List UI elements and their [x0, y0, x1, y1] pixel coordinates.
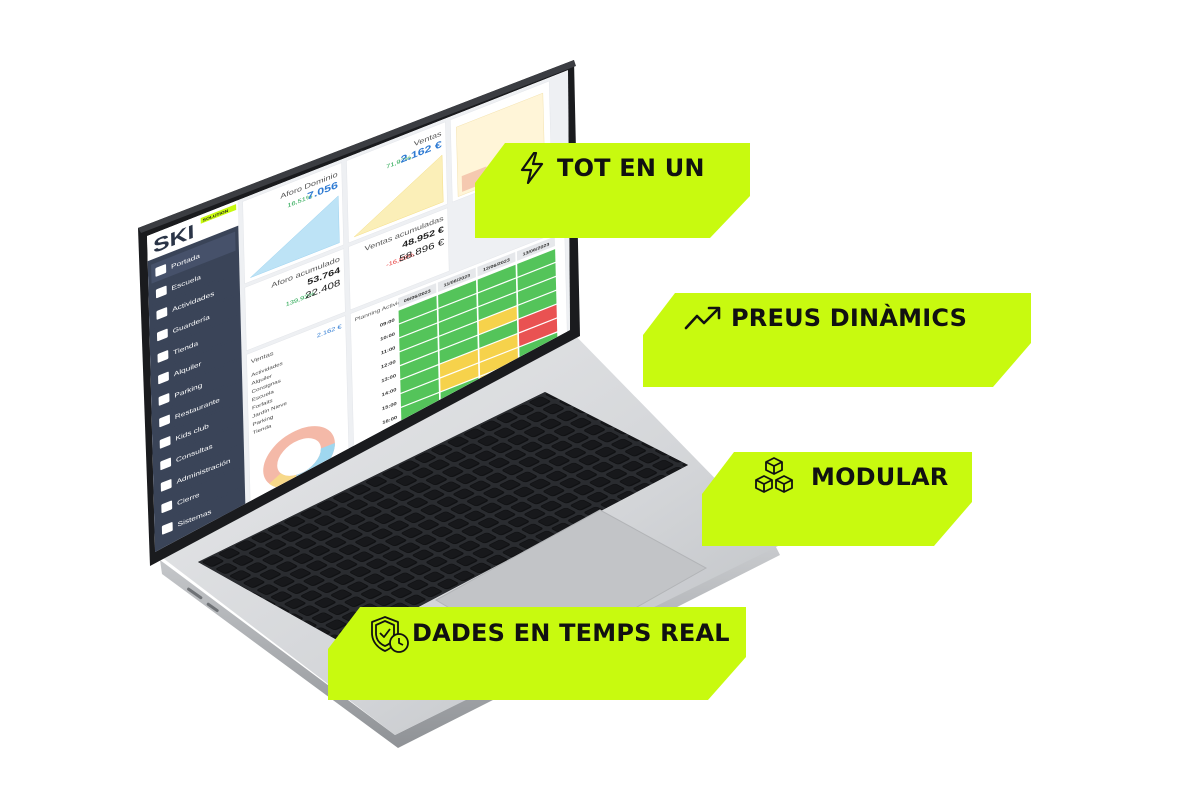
- planning-cell[interactable]: [517, 276, 557, 305]
- kids-icon: [159, 436, 171, 449]
- feature-label: MODULAR: [811, 463, 949, 491]
- planning-cell[interactable]: [517, 263, 556, 291]
- planning-cell[interactable]: [398, 295, 437, 324]
- planning-cell[interactable]: [439, 349, 479, 378]
- shield-clock-icon: [371, 616, 409, 653]
- planning-cell[interactable]: [479, 320, 518, 348]
- planning-cell[interactable]: [478, 292, 517, 321]
- planning-cell[interactable]: [399, 337, 438, 366]
- home-icon: [155, 264, 167, 277]
- planning-cell[interactable]: [517, 249, 556, 277]
- tag-shape: [643, 293, 1031, 387]
- trend-up-icon: [684, 306, 721, 330]
- planning-time: 15:00: [382, 401, 397, 412]
- sidebar-item-tienda[interactable]: Tienda: [153, 317, 238, 370]
- calendar-icon: [161, 500, 173, 514]
- planning-time: 14:00: [382, 387, 397, 398]
- tag-shape: [328, 607, 746, 700]
- laptop-front-edge: [160, 545, 780, 748]
- tag-shape: [475, 143, 750, 238]
- cubes-icon: [755, 457, 793, 493]
- planning-cell[interactable]: [479, 334, 518, 362]
- planning-cell[interactable]: [478, 306, 517, 334]
- planning-cell[interactable]: [477, 264, 516, 293]
- search-icon: [160, 457, 172, 471]
- planning-cell[interactable]: [518, 290, 557, 319]
- child-icon: [156, 328, 168, 342]
- planning-cell[interactable]: [479, 348, 518, 376]
- planning-cell[interactable]: [439, 335, 478, 364]
- planning-cell[interactable]: [518, 318, 558, 347]
- planning-time: 10:00: [380, 332, 395, 343]
- rental-icon: [158, 371, 169, 385]
- parking-icon: [158, 393, 170, 406]
- sidebar-item-escuela[interactable]: Escuela: [151, 253, 237, 306]
- sidebar-item-sistemas[interactable]: Sistemas: [157, 489, 243, 542]
- feature-tag-preus-dinamics: PREUS DINÀMICS: [643, 293, 1031, 387]
- feature-label: DADES EN TEMPS REAL: [412, 619, 730, 647]
- planning-cell[interactable]: [438, 308, 478, 336]
- planning-time: 16:00: [382, 415, 397, 426]
- feature-label: PREUS DINÀMICS: [731, 304, 968, 332]
- ski-icon: [155, 285, 167, 299]
- planning-cell[interactable]: [400, 365, 439, 393]
- card-aforo-acumulado: [244, 248, 346, 351]
- planning-cell[interactable]: [478, 278, 517, 307]
- sidebar-item-alquiler[interactable]: Alquiler: [153, 339, 239, 392]
- planning-cell[interactable]: [440, 363, 479, 392]
- planning-cell[interactable]: [438, 280, 477, 308]
- activity-icon: [156, 307, 168, 320]
- sidebar-item-kids-club[interactable]: Kids club: [155, 403, 240, 456]
- sidebar-item-cierre[interactable]: Cierre: [157, 468, 242, 521]
- sidebar-item-parking[interactable]: Parking: [154, 360, 239, 413]
- planning-cell[interactable]: [398, 309, 438, 338]
- feature-tag-dades-en-temps-real: DADES EN TEMPS REAL: [328, 607, 746, 700]
- card-ventas-acumuladas: [348, 207, 450, 311]
- feature-label: TOT EN UN: [557, 154, 705, 182]
- lightning-icon: [520, 152, 544, 184]
- card-ventas: [346, 121, 448, 244]
- planning-time: 12:00: [381, 360, 396, 371]
- feature-tag-modular: MODULAR: [702, 452, 972, 546]
- planning-cell[interactable]: [438, 294, 477, 322]
- shop-icon: [157, 350, 169, 363]
- planning-cell[interactable]: [399, 351, 439, 379]
- admin-icon: [160, 479, 172, 492]
- planning-time: 09:00: [380, 318, 395, 329]
- restaurant-icon: [159, 414, 171, 428]
- sidebar-item-portada[interactable]: Portada: [151, 231, 236, 284]
- sidebar-item-consultas[interactable]: Consultas: [155, 425, 241, 478]
- tag-shape: [702, 452, 972, 546]
- planning-cell[interactable]: [401, 393, 440, 421]
- wrench-icon: [161, 522, 173, 535]
- feature-tag-tot-en-un: TOT EN UN: [475, 143, 750, 238]
- planning-cell[interactable]: [518, 304, 557, 333]
- planning-time: 13:00: [381, 373, 396, 384]
- planning-cell[interactable]: [439, 321, 478, 350]
- planning-time: 11:00: [381, 346, 396, 357]
- planning-cell[interactable]: [399, 323, 438, 352]
- planning-cell[interactable]: [400, 379, 439, 407]
- card-aforo-dominio: [242, 162, 344, 284]
